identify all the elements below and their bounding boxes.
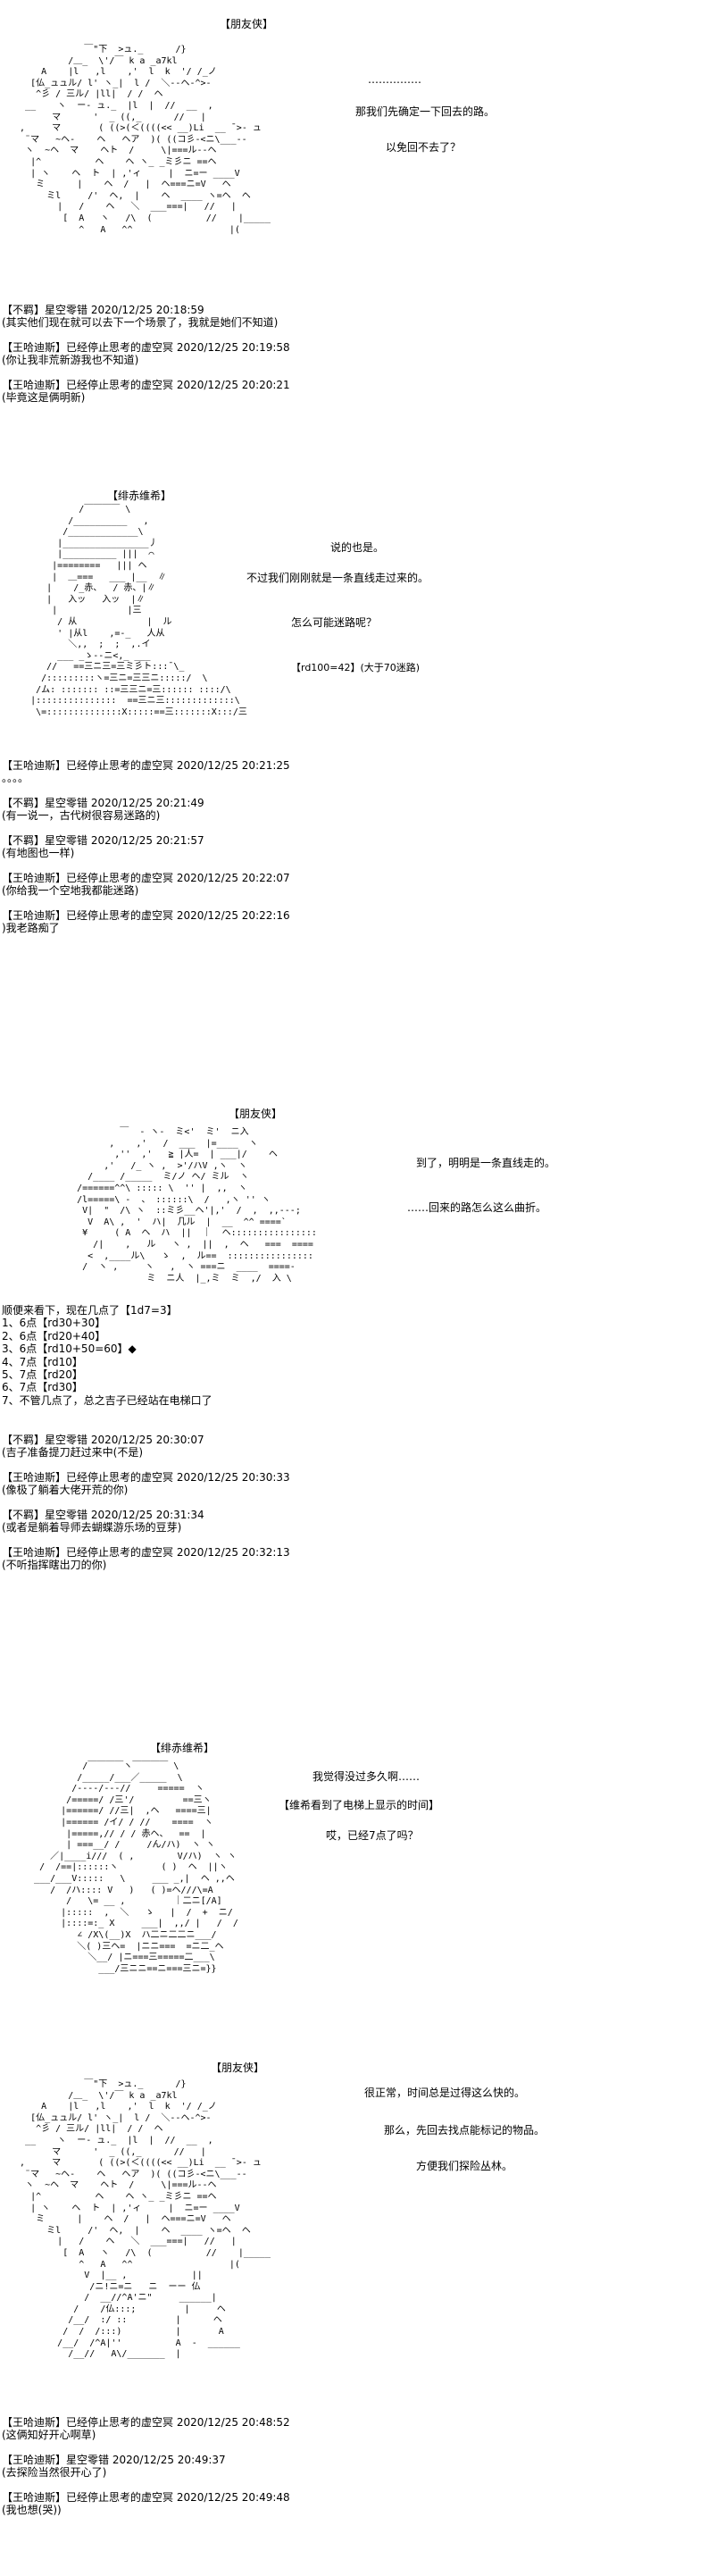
log-line: 2、6点【rd20+40】 <box>2 1329 106 1342</box>
dialogue-line: 我觉得没过多久啊…… <box>312 1770 421 1783</box>
log-spacer <box>2 2479 290 2491</box>
log-line: 4、7点【rd10】 <box>2 1355 83 1368</box>
log-spacer <box>2 2441 290 2454</box>
chat-log: 【王哈迪斯】已经停止思考的虚空冥 2020/12/25 20:48:52(这俩知… <box>2 2416 290 2516</box>
dialogue-line: 不过我们刚刚就是一条直线走过来的。 <box>246 572 429 584</box>
ascii-art: /￣￣￣￣ \ /__________ , /_____________\ |_… <box>30 505 247 717</box>
dialogue-line: 方便我们探险丛林。 <box>416 2160 513 2172</box>
log-line: 【王哈迪斯】星空零错 2020/12/25 20:49:37 <box>2 2454 226 2466</box>
log-line: 【王哈迪斯】已经停止思考的虚空冥 2020/12/25 20:22:07 <box>2 872 290 884</box>
log-line: 【王哈迪斯】已经停止思考的虚空冥 2020/12/25 20:22:16 <box>2 909 290 922</box>
speaker-label: 【朋友侠】 <box>220 18 274 30</box>
log-line: 。。。。 <box>2 772 29 784</box>
log-spacer <box>2 859 290 872</box>
speaker-label: 【绯赤维希】 <box>107 489 172 502</box>
log-line: 【王哈迪斯】已经停止思考的虚空冥 2020/12/25 20:32:13 <box>2 1546 290 1559</box>
log-spacer <box>2 366 290 379</box>
log-spacer <box>2 329 290 341</box>
speaker-label: 【绯赤维希】 <box>150 1742 215 1754</box>
log-line: 顺便来看下，现在几点了【1d7=3】 <box>2 1304 178 1317</box>
dialogue-line: 到了，明明是一条直线走的。 <box>416 1157 556 1169</box>
ascii-art: ￣"下 >ュ._ /} /＿_ \'/￣ k a _a7kl A |l ,l ,… <box>20 2079 271 2360</box>
dialogue-line: 怎么可能迷路呢？ <box>291 616 378 629</box>
log-line: (去探险当然很开心了) <box>2 2466 107 2479</box>
log-line: (我也想(哭)) <box>2 2504 62 2516</box>
speaker-label: 【朋友侠】 <box>229 1108 283 1120</box>
log-line: (这俩知好开心啊草) <box>2 2429 96 2441</box>
log-line: (你给我一个空地我都能迷路) <box>2 884 139 897</box>
log-line: (不听指挥瞎出刀的你) <box>2 1559 107 1571</box>
log-line: (毕竟这是俩明新) <box>2 391 86 404</box>
log-line: (有一说一，古代树很容易迷路的) <box>2 809 161 822</box>
log-spacer <box>2 1459 290 1471</box>
chat-log: 【王哈迪斯】已经停止思考的虚空冥 2020/12/25 20:21:25。。。。… <box>2 759 290 934</box>
log-line: 【王哈迪斯】已经停止思考的虚空冥 2020/12/25 20:20:21 <box>2 379 290 391</box>
dialogue-line: …………… <box>368 73 421 86</box>
log-line: 【王哈迪斯】已经停止思考的虚空冥 2020/12/25 20:48:52 <box>2 2416 290 2429</box>
log-line: 【不羁】星空零错 2020/12/25 20:31:34 <box>2 1509 204 1521</box>
log-line: (像极了躺着大佬开荒的你) <box>2 1484 129 1496</box>
dialogue-line: 很正常，时间总是过得这么快的。 <box>364 2087 526 2099</box>
chat-log: 【不羁】星空零错 2020/12/25 20:18:59(其实他们现在就可以去下… <box>2 304 290 404</box>
log-spacer <box>2 897 290 909</box>
dialogue-line: 以免回不去了？ <box>386 141 462 154</box>
log-line: (其实他们现在就可以去下一个场景了，我就是她们不知道) <box>2 316 279 329</box>
roll-list: 顺便来看下，现在几点了【1d7=3】1、6点【rd30+30】2、6点【rd20… <box>2 1304 212 1407</box>
log-spacer <box>2 1496 290 1509</box>
log-line: 【王哈迪斯】已经停止思考的虚空冥 2020/12/25 20:19:58 <box>2 341 290 354</box>
log-line: 1、6点【rd30+30】 <box>2 1317 106 1330</box>
log-spacer <box>2 822 290 834</box>
log-line: 【王哈迪斯】已经停止思考的虚空冥 2020/12/25 20:49:48 <box>2 2491 290 2504</box>
log-line: 【不羁】星空零错 2020/12/25 20:30:07 <box>2 1434 204 1446</box>
log-line: 5、7点【rd20】 <box>2 1368 83 1382</box>
dialogue-line: ……回来的路怎么这么曲折。 <box>407 1201 547 1214</box>
log-line: 【不羁】星空零错 2020/12/25 20:18:59 <box>2 304 204 316</box>
log-line: 【王哈迪斯】已经停止思考的虚空冥 2020/12/25 20:30:33 <box>2 1471 290 1484</box>
log-line: 7、不管几点了，总之吉子已经站在电梯口了 <box>2 1393 212 1407</box>
log-spacer <box>2 784 290 797</box>
dialogue-line: 【维希看到了电梯上显示的时间】 <box>279 1799 440 1811</box>
log-spacer <box>2 1534 290 1546</box>
dialogue-line: 那我们先确定一下回去的路。 <box>355 105 496 118</box>
log-line: 3、6点【rd10+50=60】◆ <box>2 1342 137 1356</box>
log-line: (吉子准备提刀赶过来中(不是) <box>2 1446 144 1459</box>
ascii-art: ￣ - ヽ- ミ<' ミ' ニ入 , ,' / ___ |=____ ヽ ,''… <box>77 1127 317 1284</box>
log-line: (你让我非荒新游我也不知道) <box>2 354 139 366</box>
dialogue-line: 说的也是。 <box>330 541 385 554</box>
roll-result: 【rd100=42】(大于70迷路) <box>291 662 421 673</box>
log-line: 【王哈迪斯】已经停止思考的虚空冥 2020/12/25 20:21:25 <box>2 759 290 772</box>
log-line: (或者是躺着导师去蝴蝶游乐场的豆芽) <box>2 1521 182 1534</box>
log-line: )我老路痴了 <box>2 922 60 934</box>
log-line: (有地图也一样) <box>2 847 75 859</box>
log-line: 6、7点【rd30】 <box>2 1381 83 1394</box>
log-line: 【不羁】星空零错 2020/12/25 20:21:57 <box>2 834 204 847</box>
log-line: 【不羁】星空零错 2020/12/25 20:21:49 <box>2 797 204 809</box>
dialogue-line: 哎，已经7点了吗？ <box>326 1829 419 1842</box>
ascii-art: ￣"下 >ュ._ /} /＿_ \'/￣ k a _a7kl A |l ,l ,… <box>20 45 271 235</box>
speaker-label: 【朋友侠】 <box>211 2062 265 2074</box>
dialogue-line: 那么，先回去找点能标记的物品。 <box>384 2124 546 2137</box>
chat-log: 【不羁】星空零错 2020/12/25 20:30:07(吉子准备提刀赶过来中(… <box>2 1434 290 1571</box>
ascii-art: /￣￣￣￣ヽ￣￣￣￣ \ /_____/___／_____ \ /----/--… <box>34 1761 238 1974</box>
